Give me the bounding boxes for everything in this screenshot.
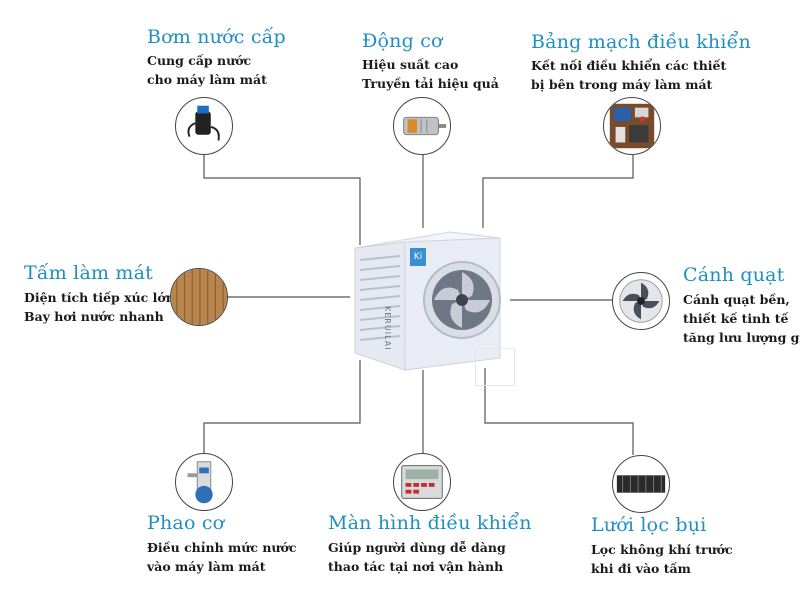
air-cooler-machine: Ki KERUILAI [350, 228, 510, 373]
connector-float [203, 360, 361, 453]
placeholder-frame [475, 348, 515, 386]
circuit-board-icon [603, 97, 661, 155]
pad-title: Tấm làm mát [24, 262, 154, 284]
fan-title: Cánh quạt [683, 264, 785, 286]
dust-filter-icon [612, 455, 670, 513]
machine-logo: Ki [413, 252, 423, 262]
water-pump-icon [175, 97, 233, 155]
motor-icon [393, 97, 451, 155]
cooling-pad-icon [170, 268, 228, 326]
float-valve-icon [175, 453, 233, 511]
motor-title: Động cơ [362, 30, 443, 52]
fan-blade-icon [612, 272, 670, 330]
float-title: Phao cơ [147, 512, 225, 534]
filter-title: Lưới lọc bụi [591, 514, 707, 536]
connector-pump [203, 137, 361, 245]
connector-filter [484, 368, 634, 455]
machine-brand: KERUILAI [383, 306, 392, 351]
control-panel-icon [393, 453, 451, 511]
pump-title: Bơm nước cấp [147, 26, 286, 48]
board-title: Bảng mạch điều khiển [531, 31, 751, 53]
connector-board [482, 137, 634, 228]
screen-title: Màn hình điều khiển [328, 512, 532, 534]
